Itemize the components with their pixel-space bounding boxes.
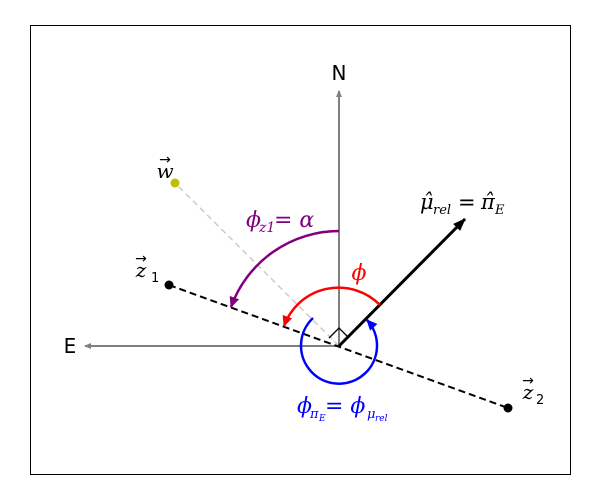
svg-text:=: = xyxy=(458,190,476,214)
z2-label: z → 2 xyxy=(522,373,545,408)
svg-text:= ϕ: = ϕ xyxy=(325,394,365,419)
svg-text:μ̂: μ̂ xyxy=(420,190,434,214)
svg-text:E: E xyxy=(494,203,505,218)
phi-pie-arc xyxy=(299,317,379,385)
svg-text:ϕ: ϕ xyxy=(246,208,261,233)
svg-text:→: → xyxy=(135,251,147,267)
north-label: N xyxy=(332,61,347,85)
svg-text:π̂: π̂ xyxy=(480,190,496,214)
right-angle-marker xyxy=(328,327,350,339)
svg-text:= α: = α xyxy=(274,208,314,233)
w-point xyxy=(170,178,180,188)
z2-point xyxy=(503,403,513,413)
mu-rel-arrow xyxy=(337,217,467,348)
mu-rel-label: μ̂ rel = π̂ E xyxy=(420,190,505,218)
w-label: w → xyxy=(156,152,173,183)
svg-text:w: w xyxy=(156,159,173,183)
svg-text:rel: rel xyxy=(433,203,451,218)
svg-text:E: E xyxy=(318,414,326,424)
svg-text:z: z xyxy=(135,258,147,282)
svg-text:1: 1 xyxy=(151,271,159,286)
svg-text:→: → xyxy=(522,373,534,389)
svg-text:z: z xyxy=(522,380,534,404)
svg-text:→: → xyxy=(159,152,171,168)
svg-text:rel: rel xyxy=(375,414,388,424)
z1-label: z → 1 xyxy=(135,251,160,286)
svg-text:μ: μ xyxy=(367,407,375,422)
plot-frame xyxy=(30,25,571,475)
svg-text:2: 2 xyxy=(536,393,544,408)
east-label: E xyxy=(64,334,77,358)
phi-z1-arc xyxy=(229,229,340,308)
svg-text:π: π xyxy=(309,407,319,422)
phi-arc xyxy=(282,286,381,327)
phi-label: ϕ xyxy=(352,261,367,286)
z1-point xyxy=(164,280,174,290)
svg-text:ϕ: ϕ xyxy=(297,394,312,419)
z1-z2-line xyxy=(168,284,509,409)
phi-pie-label: ϕ π E = ϕ μ rel xyxy=(297,394,388,424)
phi-z1-label: ϕ z1 = α xyxy=(246,208,314,236)
svg-text:z1: z1 xyxy=(258,220,275,236)
